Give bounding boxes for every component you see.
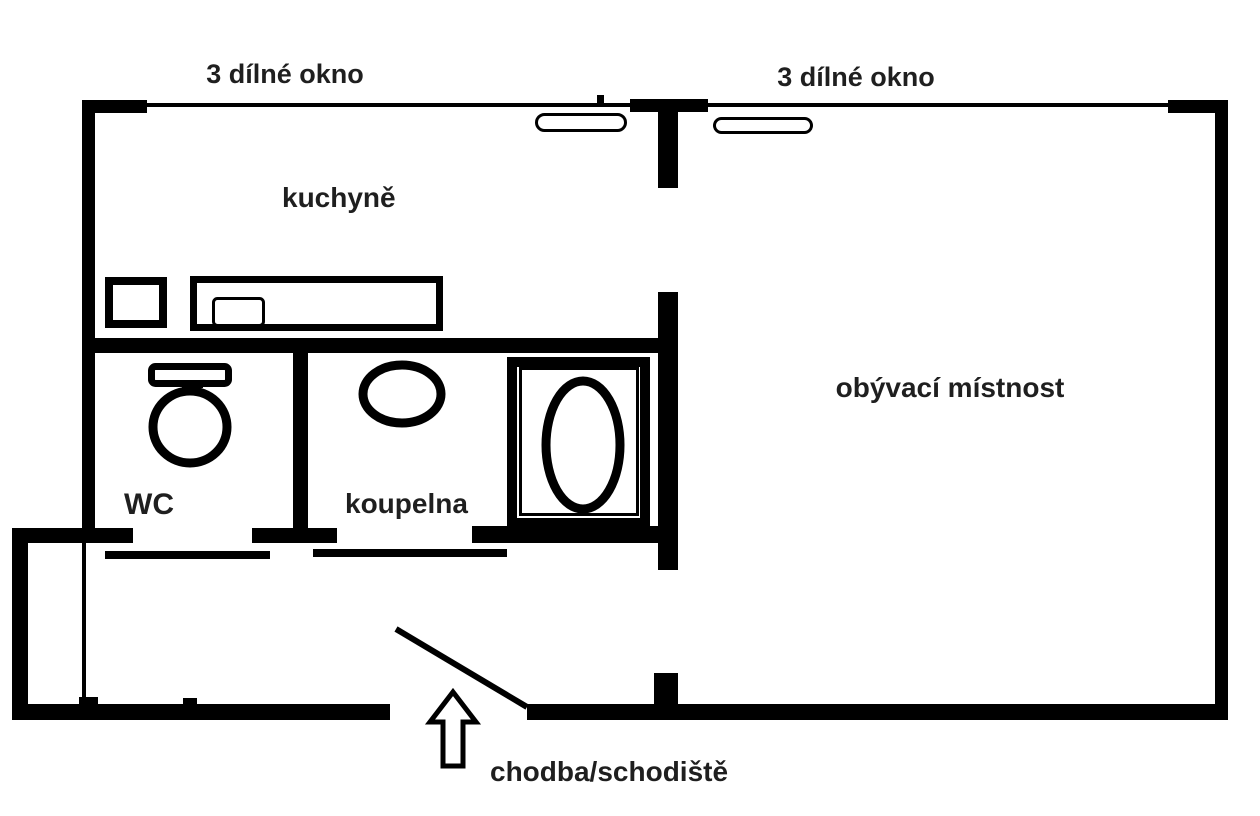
entrance-arrow-icon: [424, 687, 482, 769]
washbasin-icon: [358, 360, 446, 428]
window-label-left: 3 dílné okno: [206, 59, 364, 89]
wall-bottom-tick: [183, 698, 197, 705]
kitchen-sink-icon: [212, 297, 265, 327]
window-line-left: [147, 103, 630, 107]
bathtub-basin-icon: [541, 376, 625, 514]
corridor-thin-line: [82, 543, 86, 703]
bath-door-threshold: [313, 549, 507, 557]
corridor-line-nub: [79, 697, 98, 705]
wall-top-center-pier: [630, 99, 708, 112]
wall-wc-bath-top: [82, 338, 660, 353]
wall-left: [82, 100, 95, 543]
bathroom-label: koupelna: [345, 488, 468, 519]
wall-wc-bath-bottom-mid-stub: [252, 528, 337, 543]
stove-icon: [105, 277, 167, 328]
wall-middle-bottom-stub: [654, 673, 678, 705]
wall-bottom-right: [527, 704, 1228, 720]
window-sill-left: [535, 113, 627, 132]
window-label-right: 3 dílné okno: [777, 62, 935, 92]
wc-label: WC: [124, 488, 174, 521]
wall-corridor-top: [12, 528, 133, 543]
wall-top-right-pier: [1168, 100, 1228, 113]
wall-right: [1215, 100, 1228, 720]
wall-bottom-left: [12, 704, 390, 720]
wall-wc-bath-partition: [293, 353, 308, 528]
wall-top-left-pier: [82, 100, 147, 113]
window-sill-right: [713, 117, 813, 134]
wall-corridor-left: [12, 528, 28, 720]
wall-middle-vertical: [658, 292, 678, 570]
living-room-label: obývací místnost: [836, 372, 1065, 403]
wall-bath-bottom-right: [472, 526, 660, 543]
wc-door-threshold: [105, 551, 270, 559]
toilet-bowl-icon: [148, 386, 232, 468]
window-line-tick: [597, 95, 604, 104]
entry-door-swing-icon: [394, 626, 529, 710]
wall-top-center-stub: [658, 112, 678, 188]
window-line-right: [708, 103, 1168, 107]
hallway-label: chodba/schodiště: [490, 756, 728, 787]
toilet-tank-tab: [182, 380, 203, 388]
kitchen-label: kuchyně: [282, 182, 396, 213]
